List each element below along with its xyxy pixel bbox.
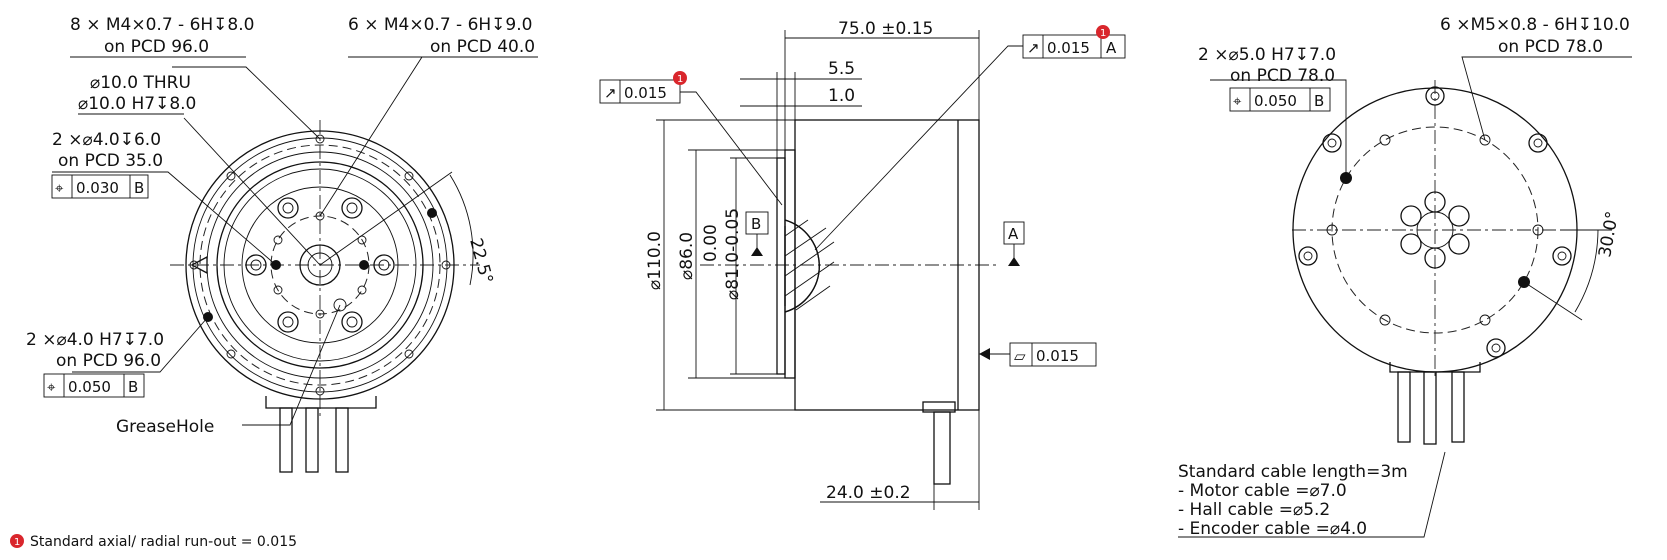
callout-m4-6-line1: 6 × M4×0.7 - 6H↧9.0 xyxy=(348,15,532,35)
callout-pin96-line1: 2 ×⌀4.0 H7↧7.0 xyxy=(26,330,164,350)
runout-marker-top xyxy=(1096,25,1110,39)
svg-text:↗: ↗ xyxy=(604,84,617,102)
callout-pin5-line1: 2 ×⌀5.0 H7↧7.0 xyxy=(1198,45,1336,65)
runout-left: ↗ 0.015 1 xyxy=(599,71,687,104)
svg-text:B: B xyxy=(1314,92,1324,110)
dim-dia-81: ⌀81.0-0.05 xyxy=(723,208,743,300)
footnote: 1 Standard axial/ radial run-out = 0.015 xyxy=(10,534,297,550)
svg-text:B: B xyxy=(134,179,144,197)
svg-text:0.050: 0.050 xyxy=(68,378,111,396)
dim-length: 75.0 ±0.15 xyxy=(838,19,933,39)
cable-note-4: - Encoder cable =⌀4.0 xyxy=(1178,519,1367,539)
cable-note-1: Standard cable length=3m xyxy=(1178,462,1408,482)
callout-m4-8-line2: on PCD 96.0 xyxy=(104,37,209,57)
footnote-text: Standard axial/ radial run-out = 0.015 xyxy=(30,534,297,550)
svg-text:1: 1 xyxy=(677,74,683,85)
dim-5-5: 5.5 xyxy=(828,59,855,79)
callout-pin96-line2: on PCD 96.0 xyxy=(56,351,161,371)
callout-thru-line1: ⌀10.0 THRU xyxy=(90,73,191,93)
callout-pin5-line2: on PCD 78.0 xyxy=(1230,66,1335,86)
position-symbol: ⌖ xyxy=(55,179,64,197)
dim-1-0: 1.0 xyxy=(828,86,855,106)
dim-shaft-length: 24.0 ±0.2 xyxy=(826,483,911,503)
svg-text:1: 1 xyxy=(1100,28,1106,39)
cable-note-3: - Hall cable =⌀5.2 xyxy=(1178,500,1330,520)
svg-text:0.030: 0.030 xyxy=(76,179,119,197)
fcf-pin5: ⌖ 0.050 B xyxy=(1229,87,1331,112)
fcf-pin96: ⌖ 0.050 B xyxy=(43,373,145,398)
dim-dia-110: ⌀110.0 xyxy=(645,231,665,290)
callout-m4-8-line1: 8 × M4×0.7 - 6H↧8.0 xyxy=(70,15,254,35)
runout-top: ↗ 0.015 A 1 xyxy=(1022,25,1126,59)
callout-m5-line1: 6 ×M5×0.8 - 6H↧10.0 xyxy=(1440,15,1630,35)
svg-text:B: B xyxy=(128,378,138,396)
dim-tol-81-upper: 0.00 xyxy=(701,224,721,262)
callout-pin35-line2: on PCD 35.0 xyxy=(58,151,163,171)
footnote-marker xyxy=(10,534,24,548)
position-symbol: ⌖ xyxy=(1233,92,1242,110)
angle-22-5: 22.5° xyxy=(465,236,496,286)
callout-pin35-line1: 2 ×⌀4.0↧6.0 xyxy=(52,130,161,150)
svg-text:0.015: 0.015 xyxy=(1036,347,1079,365)
rear-view: 6 ×M5×0.8 - 6H↧10.0 on PCD 78.0 2 ×⌀5.0 … xyxy=(1178,15,1632,539)
dim-dia-86: ⌀86.0 xyxy=(677,232,697,280)
svg-text:1: 1 xyxy=(14,537,20,548)
svg-text:0.050: 0.050 xyxy=(1254,92,1297,110)
position-symbol: ⌖ xyxy=(47,378,56,396)
side-view: 75.0 ±0.15 5.5 1.0 ↗ 0.015 1 ↗ 0.015 A 1 xyxy=(599,19,1126,510)
svg-text:A: A xyxy=(1106,39,1117,57)
grease-hole-label: GreaseHole xyxy=(116,417,214,437)
fcf-pin35: ⌖ 0.030 B xyxy=(51,174,149,199)
svg-text:0.015: 0.015 xyxy=(624,84,667,102)
svg-text:↗: ↗ xyxy=(1027,39,1040,57)
svg-text:0.015: 0.015 xyxy=(1047,39,1090,57)
front-view: 8 × M4×0.7 - 6H↧8.0 on PCD 96.0 6 × M4×0… xyxy=(26,15,538,473)
svg-text:▱: ▱ xyxy=(1014,347,1026,365)
callout-thru-line2: ⌀10.0 H7↧8.0 xyxy=(78,94,196,114)
callout-m4-6-line2: on PCD 40.0 xyxy=(430,37,535,57)
callout-m5-line2: on PCD 78.0 xyxy=(1498,37,1603,57)
datum-a-label: A xyxy=(1008,225,1019,243)
datum-b-label: B xyxy=(751,215,761,233)
angle-30: 30.0° xyxy=(1595,210,1623,259)
flatness-frame: ▱ 0.015 xyxy=(1009,342,1097,367)
runout-marker-left xyxy=(673,71,687,85)
cable-note-2: - Motor cable =⌀7.0 xyxy=(1178,481,1347,501)
